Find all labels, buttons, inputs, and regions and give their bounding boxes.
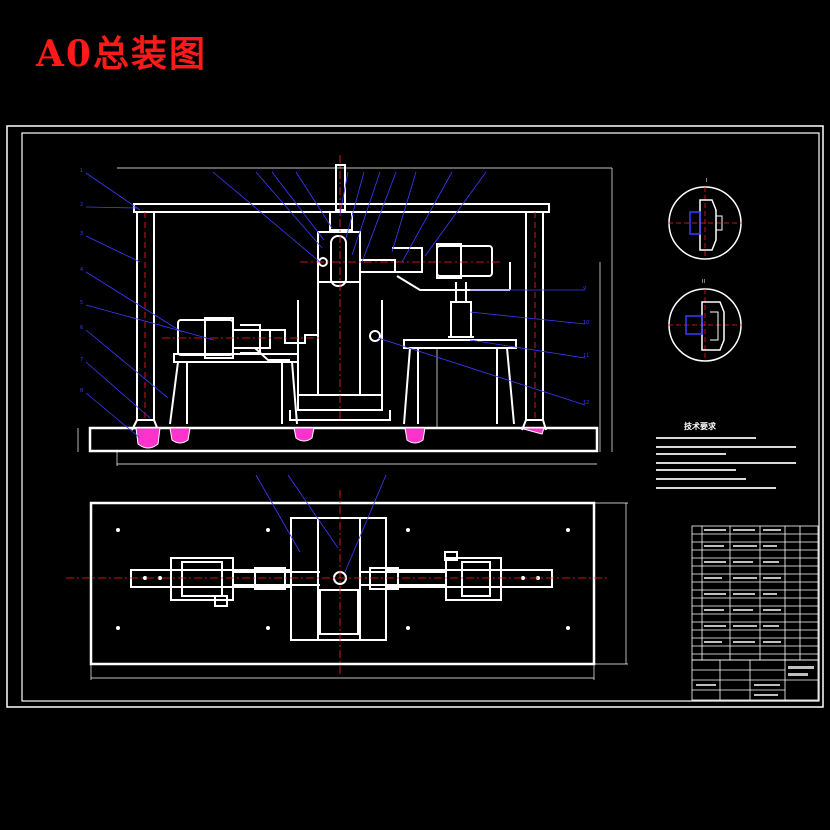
front-view	[88, 164, 599, 453]
top-view	[89, 501, 596, 666]
leveling-feet	[135, 427, 545, 449]
left-column	[136, 211, 155, 421]
svg-text:3: 3	[80, 231, 83, 237]
svg-text:I: I	[706, 178, 707, 184]
parts-list	[691, 525, 819, 661]
right-rail	[385, 569, 553, 588]
center-wheel	[330, 235, 347, 287]
base-plate	[88, 426, 599, 453]
svg-text:5: 5	[80, 300, 83, 306]
technical-requirements-title: 技术要求	[684, 422, 716, 431]
inner-border	[21, 132, 820, 702]
svg-text:1: 1	[80, 168, 83, 174]
svg-text:10: 10	[583, 320, 589, 326]
technical-notes-lines	[656, 437, 796, 489]
left-table	[173, 353, 299, 363]
svg-text:8: 8	[80, 388, 83, 394]
mounting-holes	[116, 528, 570, 630]
svg-text:6: 6	[80, 325, 83, 331]
detail-view-1	[668, 186, 742, 260]
drawing-title: A0总装图	[36, 33, 207, 75]
left-rail	[130, 569, 292, 588]
center-housing	[317, 281, 361, 396]
top-center-block	[290, 517, 387, 641]
top-base-plate	[89, 501, 596, 666]
lift-cylinder	[450, 301, 472, 338]
svg-text:II: II	[702, 279, 705, 285]
svg-text:2: 2	[80, 202, 83, 208]
svg-text:9: 9	[583, 286, 586, 292]
svg-text:4: 4	[80, 267, 83, 273]
right-motor	[436, 245, 493, 277]
svg-text:12: 12	[583, 400, 589, 406]
right-table	[403, 339, 517, 349]
right-column	[525, 211, 544, 421]
svg-text:11: 11	[583, 353, 589, 359]
detail-view-2	[668, 288, 742, 362]
title-block	[691, 659, 819, 701]
leader-lines	[85, 171, 586, 439]
outer-border	[6, 125, 824, 708]
svg-text:7: 7	[80, 357, 83, 363]
